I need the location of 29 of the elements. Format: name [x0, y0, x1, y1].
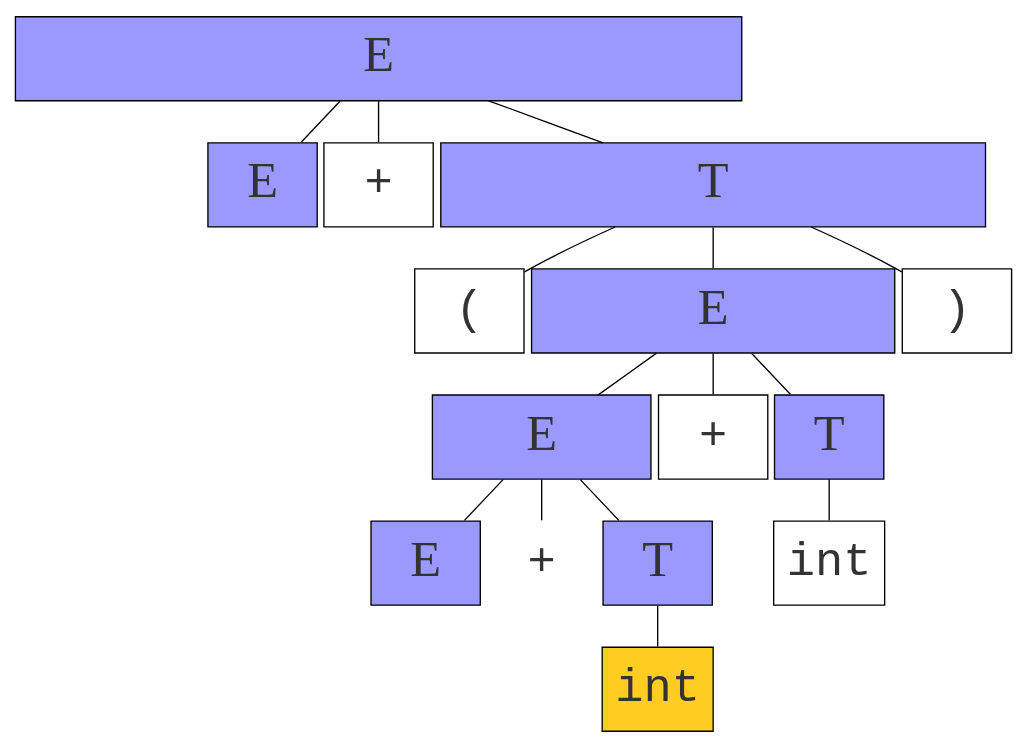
connector — [657, 604, 659, 647]
node-box: + — [323, 141, 434, 228]
connector — [597, 352, 658, 396]
connector — [523, 225, 616, 273]
node-box: + — [657, 393, 769, 480]
node-box: ) — [901, 267, 1013, 354]
node-box: E — [207, 141, 318, 228]
connector — [828, 478, 830, 521]
connector — [579, 478, 620, 521]
node-box: ( — [414, 267, 525, 354]
connector — [712, 352, 714, 395]
node-box: E — [530, 267, 896, 354]
node-box: E — [431, 393, 652, 480]
node-box: E — [14, 15, 743, 101]
node-box: int — [773, 519, 886, 606]
connector — [487, 99, 604, 143]
connector — [810, 225, 903, 273]
node-box: T — [602, 519, 713, 606]
node-box: int — [601, 646, 714, 732]
connector — [712, 226, 714, 269]
node-text: + — [527, 535, 556, 589]
node-box: T — [773, 393, 885, 480]
connector — [300, 100, 341, 143]
node-box: E — [370, 519, 481, 606]
connector — [751, 352, 791, 395]
node-box: T — [440, 141, 987, 228]
connector — [541, 478, 543, 521]
connector — [377, 100, 380, 143]
connector — [463, 478, 504, 521]
